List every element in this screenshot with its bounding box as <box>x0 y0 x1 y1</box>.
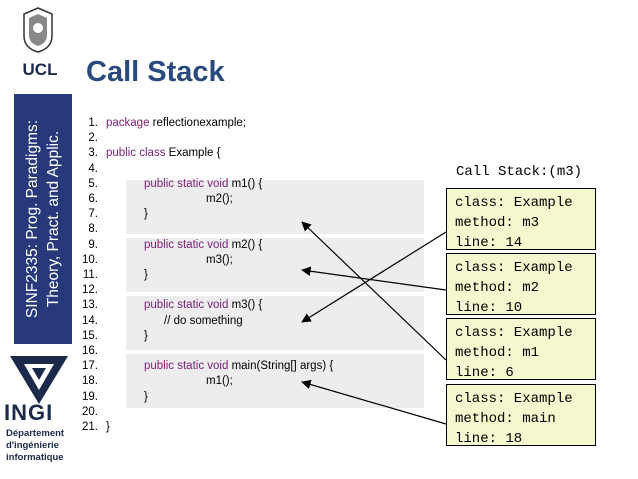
frame-line: line: 14 <box>455 235 523 251</box>
line-number: 20. <box>82 405 98 418</box>
code-text: m2(); <box>206 193 233 205</box>
keyword: package <box>106 117 150 129</box>
line-number: 4. <box>88 162 98 175</box>
code-rest: m3(); <box>206 253 233 266</box>
line-number: 6. <box>88 193 98 205</box>
line-number: 7. <box>88 208 98 221</box>
frame-class: class: Example <box>455 195 573 211</box>
code-rest: } <box>106 421 110 433</box>
slide-title: Call Stack <box>86 56 225 88</box>
code-text: } <box>144 391 148 403</box>
keyword: public static void <box>144 177 229 190</box>
frame-class: class: Example <box>455 325 573 341</box>
code-text: } <box>144 208 148 220</box>
keyword: public static void <box>144 299 229 312</box>
keyword: public static void <box>144 238 229 251</box>
line-number: 14. <box>82 314 98 327</box>
keyword: public class <box>106 147 166 160</box>
frame-class: class: Example <box>455 391 573 407</box>
code-text: public class Example { <box>106 147 220 159</box>
line-number: 8. <box>88 223 98 236</box>
line-number: 3. <box>88 147 98 160</box>
department-name: Département d'ingénierie informatique <box>6 428 78 464</box>
code-rest: main(String[] args) { <box>228 360 334 373</box>
dept-line: d'ingénierie <box>6 440 59 451</box>
line-number: 11. <box>82 269 98 281</box>
code-rest: Example { <box>165 147 221 160</box>
code-text: } <box>144 269 148 281</box>
code-text: public static void m1() { <box>144 178 262 190</box>
line-number: 16. <box>82 345 98 357</box>
frame-line: line: 10 <box>455 300 523 316</box>
line-number: 10. <box>82 253 98 266</box>
dept-line: Département <box>6 428 65 439</box>
frame-line: line: 6 <box>455 365 514 381</box>
code-rest: reflectionexample; <box>149 117 247 129</box>
code-rest: m1(); <box>206 375 233 388</box>
code-rest: } <box>144 329 148 342</box>
code-text: public static void m3() { <box>144 299 262 311</box>
line-number: 17. <box>82 360 98 373</box>
line-number: 2. <box>88 132 98 145</box>
line-number: 1. <box>88 117 98 129</box>
code-rest: } <box>144 269 148 281</box>
stack-frame: class: Example method: main line: 18 <box>446 384 596 447</box>
course-title-line2: Theory, Pract. and Applic. <box>45 130 62 308</box>
frame-method: method: main <box>455 411 556 427</box>
code-rest: m1() { <box>228 177 263 190</box>
line-number: 21. <box>82 421 98 433</box>
frame-method: method: m1 <box>455 345 540 361</box>
keyword: public static void <box>144 360 229 373</box>
frame-method: method: m3 <box>455 215 540 231</box>
code-rest: } <box>144 208 148 221</box>
code-rest: } <box>144 390 148 403</box>
code-rest: m2() { <box>228 238 263 251</box>
ingi-logo-icon <box>10 356 68 404</box>
stack-frame: class: Example method: m2 line: 10 <box>446 253 596 316</box>
call-stack-title: Call Stack:(m3) <box>456 164 583 180</box>
frame-class: class: Example <box>455 260 573 276</box>
frame-line: line: 18 <box>455 431 523 447</box>
line-number: 5. <box>88 177 98 190</box>
university-seal-icon <box>23 7 53 53</box>
sidebar: UCL SINF2335: Prog. Paradigms: Theory, P… <box>0 0 80 479</box>
code-text: } <box>106 421 110 433</box>
line-number: 18. <box>82 375 98 388</box>
line-number: 12. <box>82 284 98 297</box>
line-number: 15. <box>82 329 98 342</box>
code-text: m1(); <box>206 375 233 387</box>
code-text: } <box>144 330 148 342</box>
course-banner: SINF2335: Prog. Paradigms: Theory, Pract… <box>14 94 72 344</box>
stack-frame: class: Example method: m3 line: 14 <box>446 188 596 251</box>
code-rest: // do something <box>164 314 243 327</box>
code-text: m3(); <box>206 254 233 266</box>
code-text: public static void main(String[] args) { <box>144 360 333 372</box>
university-name: UCL <box>22 60 58 79</box>
stack-frame: class: Example method: m1 line: 6 <box>446 318 596 381</box>
code-rest: m3() { <box>228 299 263 312</box>
code-text: // do something <box>164 315 243 327</box>
code-rest: m2(); <box>206 193 233 205</box>
frame-method: method: m2 <box>455 280 540 296</box>
dept-line: informatique <box>6 452 64 463</box>
line-number: 9. <box>88 238 98 251</box>
line-number: 19. <box>82 390 98 403</box>
department-logo-text: INGI <box>4 400 54 425</box>
code-text: public static void m2() { <box>144 239 262 251</box>
line-number: 13. <box>82 299 98 312</box>
course-title-line1: SINF2335: Prog. Paradigms: <box>24 119 41 319</box>
code-text: package reflectionexample; <box>106 117 246 129</box>
